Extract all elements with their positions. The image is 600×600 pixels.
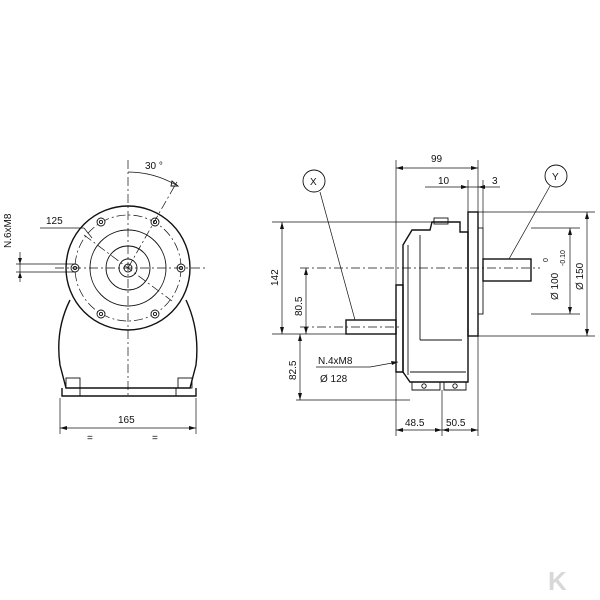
equal-mark-left: = [87, 433, 93, 444]
right-foot [177, 377, 193, 389]
front-thread-label: N.6xM8 [3, 213, 14, 248]
angle-label: 30 ° [145, 161, 163, 172]
front-motor-feet [61, 388, 197, 397]
output-shaft [482, 258, 532, 282]
dim-142: 142 [270, 269, 281, 286]
angle-arc [127, 171, 177, 186]
callout-y-circle [544, 164, 568, 188]
front-bolt-holes [70, 217, 186, 319]
dim-3: 3 [492, 176, 498, 187]
output-flange [467, 211, 479, 337]
gearbox-rear-plate [395, 284, 404, 373]
dim-80: 80.5 [294, 296, 305, 316]
equal-mark-right: = [152, 433, 158, 444]
dim-48: 48.5 [405, 418, 425, 429]
dim-10: 10 [438, 176, 450, 187]
diameter-128: Ø 128 [320, 374, 348, 385]
brand-logo: K [548, 566, 567, 596]
tolerance-lower: -0.10 [560, 250, 567, 266]
side-thread-label: N.4xM8 [318, 356, 353, 367]
dim-99: 99 [431, 154, 443, 165]
bolt-circle-label: 125 [46, 216, 63, 227]
front-view: 30 ° 125 N.6xM8 165 = = [3, 160, 205, 444]
left-foot [65, 377, 81, 389]
side-view: X Y 99 10 3 142 80.5 [270, 154, 595, 436]
callout-y: Y [552, 172, 559, 183]
brand-logo-letter: K [548, 566, 567, 596]
callout-x: X [310, 177, 317, 188]
dim-82: 82.5 [288, 360, 299, 380]
dim-50: 50.5 [446, 418, 466, 429]
gearbox-body [402, 221, 469, 383]
diameter-100: Ø 100 [550, 272, 561, 300]
diameter-150: Ø 150 [575, 262, 586, 290]
width-label: 165 [118, 415, 135, 426]
callout-x-circle [302, 169, 326, 193]
tolerance-upper: 0 [543, 258, 550, 262]
